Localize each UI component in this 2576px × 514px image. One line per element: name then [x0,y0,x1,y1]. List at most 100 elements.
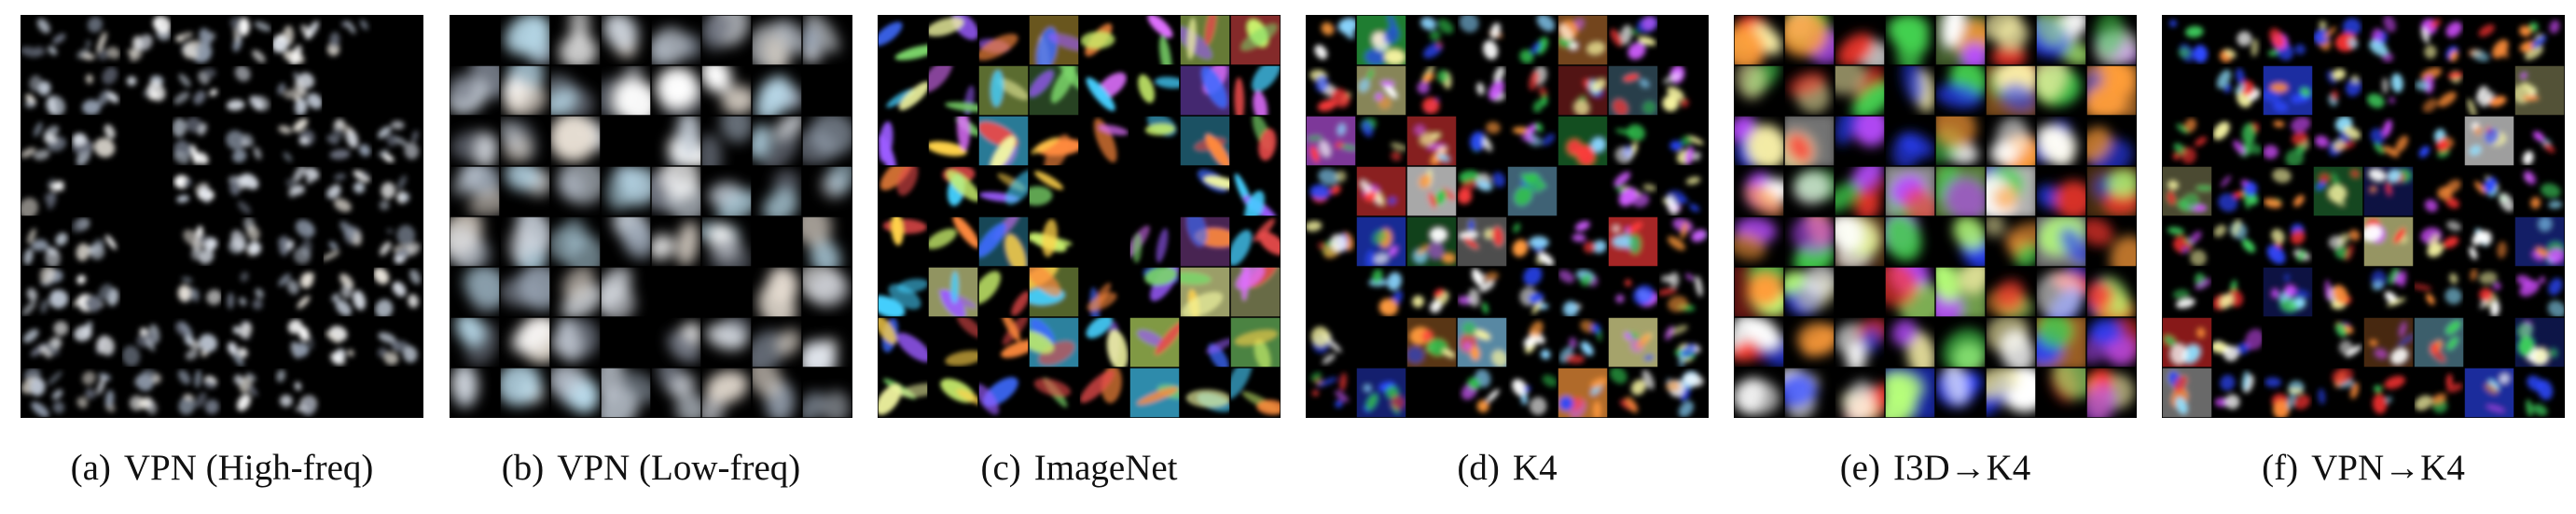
filter-tile [2162,166,2212,216]
filter-tile [2363,166,2414,216]
filter-tile [1306,116,1356,166]
filter-tile [1935,15,1986,65]
filter-tile [601,368,651,418]
filter-tile [2414,15,2464,65]
filter-tile [1935,216,1986,267]
filter-tile [450,166,500,216]
filter-tile [1180,216,1230,267]
filter-tile [701,116,752,166]
filter-tile [550,216,601,267]
filter-tile [878,166,928,216]
filter-tile [878,15,928,65]
filter-tile [1507,216,1558,267]
filter-tile [878,267,928,317]
filter-tile [1935,368,1986,418]
filter-tile [2464,15,2514,65]
filter-tile [2363,65,2414,116]
filter-tile [802,267,852,317]
filter-tile [978,267,1029,317]
filter-tile [752,116,802,166]
filter-tile [1457,267,1507,317]
filter-tile [1129,368,1180,418]
filter-tile [323,166,373,216]
filter-tile [1406,15,1457,65]
filter-tile [1885,216,1935,267]
filter-tile [2212,166,2263,216]
panel-tag: (a) [70,448,111,488]
filter-tile [1558,368,1608,418]
filter-tile [2162,116,2212,166]
panel-caption: (a)VPN (High-freq) [2,446,442,491]
filter-tile [1986,267,2036,317]
filter-tile [1356,216,1406,267]
filter-tile [373,216,423,267]
filter-tile [1507,166,1558,216]
filter-tile [2263,166,2313,216]
filter-tile [500,65,550,116]
filter-tile [222,166,272,216]
filter-tile [272,166,323,216]
filter-tile [2363,368,2414,418]
filter-grid-svg [21,15,423,418]
filter-tile [21,216,71,267]
filter-tile [323,216,373,267]
panel-tag: (e) [1839,448,1880,488]
filter-tile [1658,317,1709,368]
filter-tile [1180,267,1230,317]
filter-tile [878,368,928,418]
filter-tile [373,267,423,317]
filter-tile [2514,267,2565,317]
filter-tile [2464,166,2514,216]
filter-tile [2514,65,2565,116]
filter-tile [1507,116,1558,166]
filter-tile [1658,166,1709,216]
filter-tile [1935,166,1986,216]
filter-tile [978,116,1029,166]
filter-tile [222,15,272,65]
filter-tile [1079,317,1129,368]
filter-grid-image [1734,15,2137,418]
filter-tile [2263,267,2313,317]
filter-tile [2036,368,2086,418]
filter-tile [2414,166,2464,216]
filter-tile [928,368,978,418]
filter-tile [1885,15,1935,65]
filter-grid-svg [450,15,852,418]
filter-tile [2212,65,2263,116]
filter-tile [550,65,601,116]
filter-tile [651,116,701,166]
filter-tile [1658,116,1709,166]
filter-tile [2086,15,2137,65]
filter-tile [2414,368,2464,418]
filter-tile [928,267,978,317]
filter-tile [222,116,272,166]
panel-tag: (d) [1457,448,1500,488]
filter-tile [752,368,802,418]
filter-tile [1129,267,1180,317]
filter-tile [1507,65,1558,116]
filter-tile [1406,216,1457,267]
filter-tile [878,216,928,267]
filter-tile [928,15,978,65]
filter-tile [1230,216,1281,267]
filter-tile [1734,368,1784,418]
filter-tile [1180,15,1230,65]
filter-tile [323,116,373,166]
filter-tile [1986,368,2036,418]
filter-tile [550,368,601,418]
filter-tile [2263,216,2313,267]
filter-tile [1029,368,1079,418]
filter-tile [1835,116,1885,166]
filter-tile [1784,15,1835,65]
filter-tile [1079,116,1129,166]
filter-tile [802,15,852,65]
filter-tile [1356,166,1406,216]
filter-tile [71,65,121,116]
filter-tile [1835,216,1885,267]
filter-tile [1230,65,1281,116]
filter-tile [2514,116,2565,166]
panel-a: (a)VPN (High-freq) [21,15,423,514]
filter-tile [1608,317,1658,368]
filter-tile [802,368,852,418]
filter-tile [500,166,550,216]
